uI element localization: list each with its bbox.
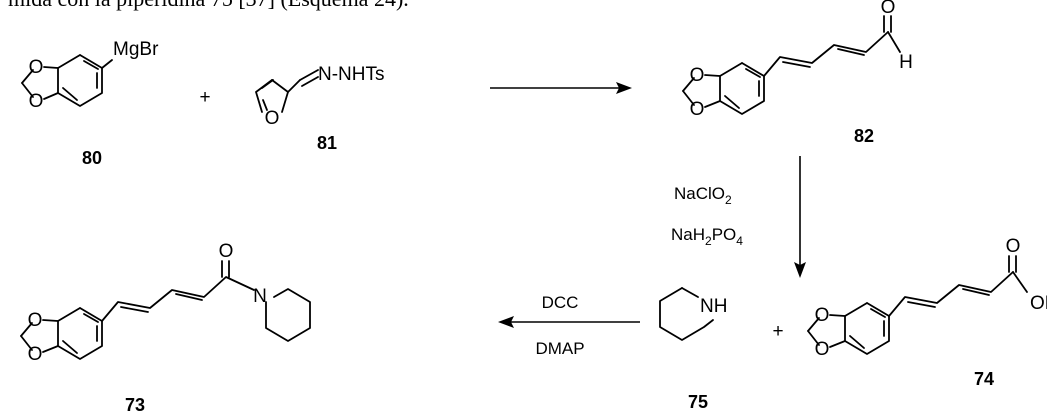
compound-82: O O O H 82: [682, 0, 913, 146]
reagent-naclo2: NaClO2: [674, 184, 732, 207]
compound-label-75: 75: [688, 392, 708, 412]
reagent-dmap: DMAP: [535, 339, 584, 358]
amide-nitrogen: N: [253, 286, 267, 307]
compound-label-81: 81: [317, 133, 337, 153]
oxygen-atom: O: [29, 57, 44, 78]
plus-sign: +: [772, 321, 783, 342]
compound-label-80: 80: [82, 148, 102, 168]
reaction-arrow-3: DCC DMAP: [498, 293, 640, 358]
compound-75: NH 75: [659, 287, 727, 412]
compound-80: O O MgBr 80: [21, 39, 159, 168]
compound-label-82: 82: [854, 126, 874, 146]
carbonyl-oxygen: O: [1006, 236, 1021, 257]
oxygen-atom: O: [29, 91, 44, 112]
oxygen-atom: O: [815, 339, 830, 360]
piperidine-nh: NH: [700, 296, 727, 317]
compound-74: O O O OH 74: [807, 236, 1047, 389]
oxygen-atom: O: [690, 99, 705, 120]
aldehyde-hydrogen: H: [899, 52, 913, 73]
oxygen-atom: O: [28, 310, 43, 331]
reagent-dcc: DCC: [542, 293, 579, 312]
hydrazone-group: N-NHTs: [318, 64, 385, 85]
oxygen-atom: O: [28, 344, 43, 365]
oxygen-atom: O: [690, 65, 705, 86]
compound-81: O N-NHTs 81: [255, 64, 385, 153]
reaction-arrow-2: NaClO2 NaH2PO4: [671, 156, 806, 278]
carbonyl-oxygen: O: [219, 241, 234, 262]
compound-label-74: 74: [974, 369, 994, 389]
reaction-arrow-1: [490, 82, 632, 94]
plus-sign: +: [199, 87, 210, 108]
mgbr-group: MgBr: [113, 39, 159, 60]
oxygen-atom: O: [815, 305, 830, 326]
carbonyl-oxygen: O: [881, 0, 896, 18]
compound-label-73: 73: [125, 395, 145, 415]
compound-73: O O O N 73: [20, 241, 311, 415]
header-text: mida con la piperidina 75 [37] (Esquema …: [8, 0, 409, 12]
hydroxyl-group: OH: [1030, 293, 1047, 314]
reagent-nah2po4: NaH2PO4: [671, 225, 743, 248]
oxygen-atom: O: [265, 108, 280, 129]
